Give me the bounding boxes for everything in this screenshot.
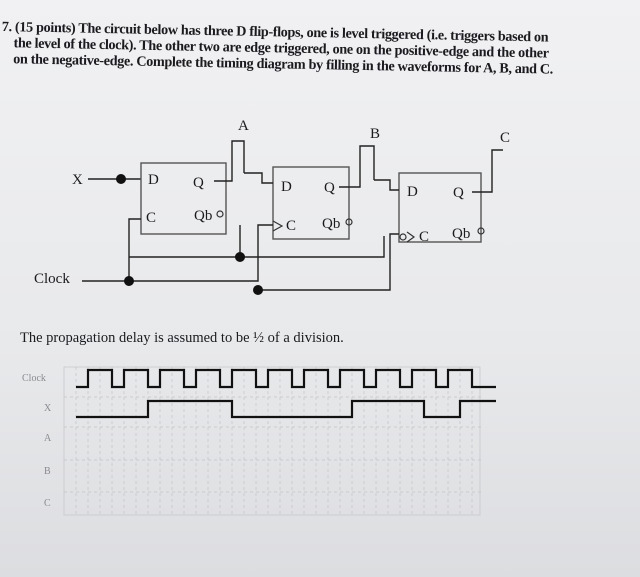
ff2-qb-bubble-icon xyxy=(345,218,353,226)
ff2-c-label: C xyxy=(286,218,296,234)
propagation-delay-note: The propagation delay is assumed to be ½… xyxy=(20,330,344,346)
ff2-box xyxy=(272,166,350,240)
wire-q3-c xyxy=(472,149,503,193)
junction-dot xyxy=(253,285,263,295)
timing-label-b: B xyxy=(44,466,51,477)
ff2-q-label: Q xyxy=(324,180,335,196)
ff3-c-label: C xyxy=(419,229,429,245)
output-label-a: A xyxy=(238,118,249,134)
timing-label-clock: Clock xyxy=(22,373,46,384)
ff2-d-label: D xyxy=(281,179,292,195)
ff2-qb-label: Qb xyxy=(322,216,340,232)
ff3-qb-label: Qb xyxy=(452,226,470,242)
wire-q2-b xyxy=(339,145,375,188)
ff3-edge-triangle-icon xyxy=(406,231,416,243)
junction-dot xyxy=(235,252,245,262)
ff3-q-label: Q xyxy=(453,185,464,201)
wire-q1-a xyxy=(214,140,245,182)
ff1-q-label: Q xyxy=(193,175,204,191)
junction-dot xyxy=(116,174,126,184)
clock-to-ff2 xyxy=(129,224,273,282)
ff1-c-label: C xyxy=(146,210,156,226)
clock-to-ff1 xyxy=(128,218,141,281)
clock-input-label: Clock xyxy=(34,271,70,287)
ff3-d-label: D xyxy=(407,184,418,200)
clock-to-ff3-branch xyxy=(240,236,385,258)
clock-waveform xyxy=(76,368,496,389)
ff3-qb-bubble-icon xyxy=(477,227,485,235)
x-input-label: X xyxy=(72,172,83,188)
ff1-qb-bubble-icon xyxy=(216,210,224,218)
ff1-d-label: D xyxy=(148,172,159,188)
ff1-box xyxy=(140,162,227,235)
output-label-c: C xyxy=(500,130,510,146)
timing-label-a: A xyxy=(44,433,52,444)
clock-to-ff3 xyxy=(258,233,399,291)
ff3-box xyxy=(398,172,482,243)
timing-label-c: C xyxy=(44,498,51,509)
x-waveform xyxy=(76,399,496,419)
wire-a-d2 xyxy=(244,172,273,184)
timing-label-x: X xyxy=(44,403,52,414)
ff3-negation-bubble-icon xyxy=(399,233,407,241)
timing-grid-frame xyxy=(63,366,481,516)
wire-b-d3 xyxy=(374,179,399,191)
ff1-qb-label: Qb xyxy=(194,208,212,224)
ff2-edge-triangle-icon xyxy=(272,220,284,232)
output-label-b: B xyxy=(370,126,380,142)
junction-dot xyxy=(124,276,134,286)
